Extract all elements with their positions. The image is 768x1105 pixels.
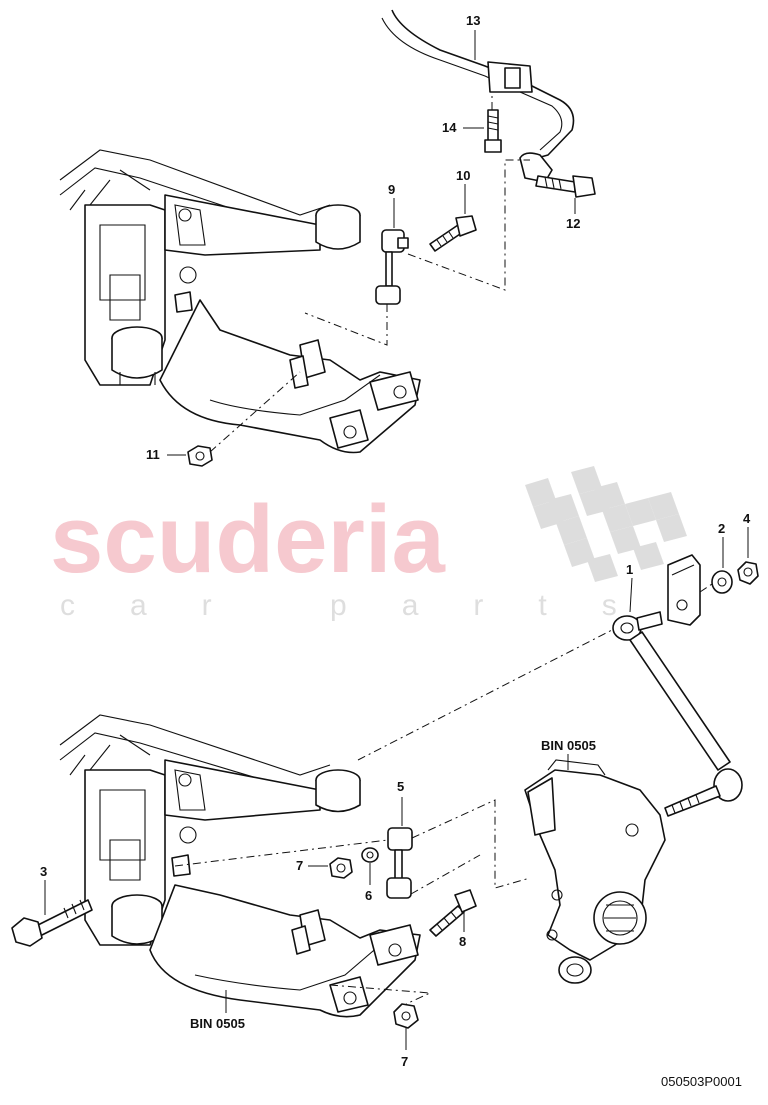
bolt-3 — [11, 899, 93, 947]
callout-14: 14 — [442, 120, 457, 135]
checkered-flag-logo — [525, 466, 687, 582]
callout-10: 10 — [456, 168, 470, 183]
callout-4: 4 — [743, 511, 751, 526]
bolt-14 — [484, 109, 502, 153]
bin-label-upper: BIN 0505 — [541, 738, 596, 753]
washer-2 — [711, 570, 733, 594]
assembly-line — [357, 629, 613, 761]
assembly-line — [304, 304, 388, 346]
callout-1: 1 — [626, 562, 633, 577]
lower-assembly — [11, 554, 759, 1029]
callout-7-upper: 7 — [296, 858, 303, 873]
watermark: scuderia car parts — [50, 466, 687, 622]
assembly-line — [411, 799, 531, 889]
assembly-line — [209, 371, 301, 453]
callout-11: 11 — [146, 447, 160, 462]
callout-2: 2 — [718, 521, 725, 536]
upper-subframe — [59, 149, 421, 454]
callout-9: 9 — [388, 182, 395, 197]
callout-13: 13 — [466, 13, 480, 28]
callout-8: 8 — [459, 934, 466, 949]
bolt-10 — [429, 215, 477, 252]
mounting-bracket — [667, 554, 701, 626]
nut-11 — [187, 445, 213, 467]
document-id: 050503P0001 — [661, 1074, 742, 1089]
upper-assembly — [59, 9, 596, 467]
nut-7-lower — [393, 1003, 419, 1029]
bolt-12 — [535, 175, 596, 198]
wheel-bearing-housing — [524, 759, 666, 984]
coupling-rod-5 — [386, 827, 413, 899]
callout-12: 12 — [566, 216, 580, 231]
coupling-rod-9 — [375, 229, 409, 305]
link-arm-1 — [612, 611, 743, 817]
callout-5: 5 — [397, 779, 404, 794]
washer-6 — [361, 847, 379, 863]
callout-3: 3 — [40, 864, 47, 879]
assembly-line — [174, 839, 389, 867]
nut-7-upper — [329, 857, 353, 879]
watermark-tagline: car parts — [60, 589, 672, 622]
lower-subframe — [59, 714, 421, 1018]
callouts: 13 14 9 10 12 11 1 2 4 3 5 6 7 8 7 BIN 0… — [40, 13, 751, 1069]
nut-4 — [737, 561, 759, 585]
stabilizer-bar — [381, 9, 575, 183]
assembly-line — [407, 159, 530, 291]
bolt-8 — [429, 889, 477, 937]
callout-7-lower: 7 — [401, 1054, 408, 1069]
watermark-brand: scuderia — [50, 486, 445, 593]
assembly-line — [410, 854, 481, 895]
callout-6: 6 — [365, 888, 372, 903]
assembly-line — [699, 583, 713, 593]
bin-label-lower: BIN 0505 — [190, 1016, 245, 1031]
